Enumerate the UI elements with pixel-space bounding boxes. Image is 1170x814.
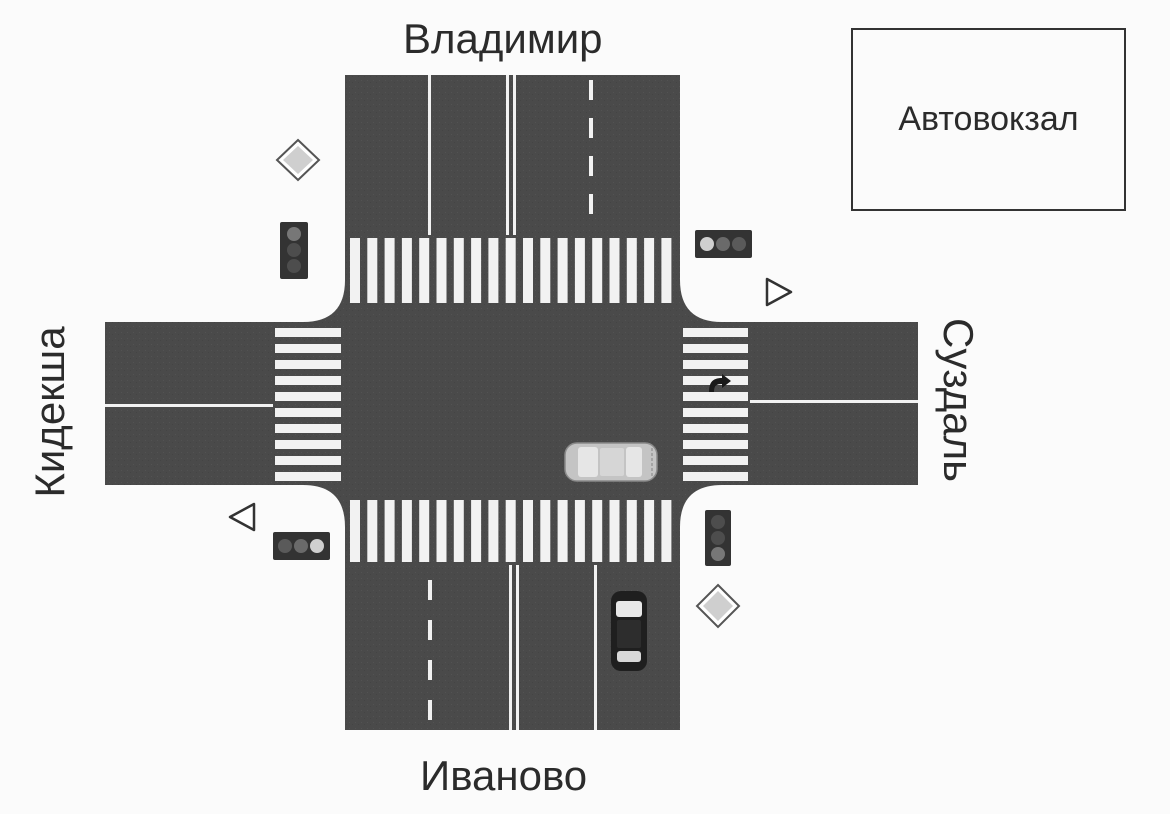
crosswalk-stripe bbox=[419, 238, 430, 303]
car-southern-road bbox=[611, 591, 647, 671]
crosswalk-stripe bbox=[275, 472, 341, 481]
crosswalk-stripe bbox=[626, 500, 637, 562]
crosswalk-stripe bbox=[367, 238, 378, 303]
turn-arrow-marking bbox=[709, 374, 731, 392]
crosswalk-stripe bbox=[644, 500, 655, 562]
road-label-south: Иваново bbox=[420, 752, 588, 799]
crosswalk-stripe bbox=[453, 238, 464, 303]
bus-station-label: Автовокзал bbox=[898, 100, 1079, 138]
crosswalk-stripe bbox=[419, 500, 430, 562]
crosswalk-stripe bbox=[275, 360, 341, 369]
traffic-light-icon bbox=[280, 222, 308, 279]
crosswalk-stripe bbox=[574, 500, 585, 562]
crosswalk-stripe bbox=[401, 238, 412, 303]
south-road-markings bbox=[428, 565, 597, 730]
diamond-sign-icon bbox=[275, 138, 321, 182]
crosswalk-stripe bbox=[275, 344, 341, 353]
traffic-light-icon bbox=[705, 510, 731, 566]
crosswalk-stripe bbox=[505, 238, 516, 303]
crosswalk-stripe bbox=[367, 500, 378, 562]
crosswalk-stripe bbox=[683, 472, 748, 481]
east-road-centre-line bbox=[750, 400, 918, 403]
crosswalk-stripe bbox=[557, 238, 568, 303]
crosswalk-stripe bbox=[505, 500, 516, 562]
west-road-centre-line bbox=[105, 404, 273, 407]
crosswalk-stripe bbox=[384, 500, 395, 562]
crosswalk-stripe bbox=[488, 238, 499, 303]
crosswalk-stripe bbox=[275, 440, 341, 449]
crosswalk-stripe bbox=[523, 238, 533, 303]
crosswalk-stripe bbox=[683, 360, 748, 369]
crosswalk-stripe bbox=[683, 424, 748, 433]
crosswalk-stripe bbox=[683, 408, 748, 417]
crosswalk-stripe bbox=[609, 500, 620, 562]
crosswalk-stripe bbox=[471, 238, 482, 303]
traffic-light-icon bbox=[695, 230, 752, 258]
crosswalk-stripe bbox=[592, 238, 603, 303]
crosswalk-stripe bbox=[453, 500, 464, 562]
crosswalk-stripe bbox=[683, 344, 748, 353]
crosswalk-stripe bbox=[275, 328, 341, 337]
crosswalk-stripe bbox=[275, 376, 341, 385]
crosswalk-stripe bbox=[683, 328, 748, 337]
crosswalk-south bbox=[350, 500, 672, 562]
road-label-west: Кидекша bbox=[26, 326, 73, 498]
diamond-sign-icon bbox=[695, 583, 741, 629]
crosswalk-north bbox=[350, 238, 672, 303]
crosswalk-stripe bbox=[661, 238, 672, 303]
crosswalk-stripe bbox=[626, 238, 637, 303]
crosswalk-stripe bbox=[436, 500, 447, 562]
crosswalk-stripe bbox=[540, 500, 551, 562]
crosswalk-stripe bbox=[488, 500, 499, 562]
crosswalk-stripe bbox=[557, 500, 568, 562]
crosswalk-stripe bbox=[275, 408, 341, 417]
crosswalk-stripe bbox=[540, 238, 551, 303]
bus-station-box: Автовокзал bbox=[851, 28, 1126, 211]
crosswalk-stripe bbox=[436, 238, 447, 303]
crosswalk-stripe bbox=[574, 238, 585, 303]
crosswalk-stripe bbox=[683, 440, 748, 449]
crosswalk-stripe bbox=[523, 500, 533, 562]
crosswalk-stripe bbox=[644, 238, 655, 303]
road-label-east: Суздаль bbox=[935, 318, 982, 482]
crosswalk-stripe bbox=[275, 392, 341, 401]
triangle-sign-icon bbox=[765, 277, 793, 307]
crosswalk-stripe bbox=[609, 238, 620, 303]
crosswalk-stripe bbox=[384, 238, 395, 303]
crosswalk-stripe bbox=[350, 500, 360, 562]
crosswalk-stripe bbox=[661, 500, 672, 562]
traffic-light-icon bbox=[273, 532, 330, 560]
crosswalk-west bbox=[275, 328, 341, 481]
crosswalk-stripe bbox=[683, 392, 748, 401]
road-label-north: Владимир bbox=[403, 15, 603, 62]
crosswalk-stripe bbox=[401, 500, 412, 562]
crosswalk-stripe bbox=[275, 424, 341, 433]
triangle-sign-icon bbox=[228, 502, 256, 532]
car-in-intersection bbox=[564, 442, 658, 482]
crosswalk-stripe bbox=[471, 500, 482, 562]
crosswalk-stripe bbox=[350, 238, 360, 303]
crosswalk-stripe bbox=[592, 500, 603, 562]
crosswalk-stripe bbox=[683, 456, 748, 465]
crosswalk-stripe bbox=[275, 456, 341, 465]
road-surface bbox=[105, 75, 918, 730]
north-road-markings bbox=[428, 75, 593, 235]
